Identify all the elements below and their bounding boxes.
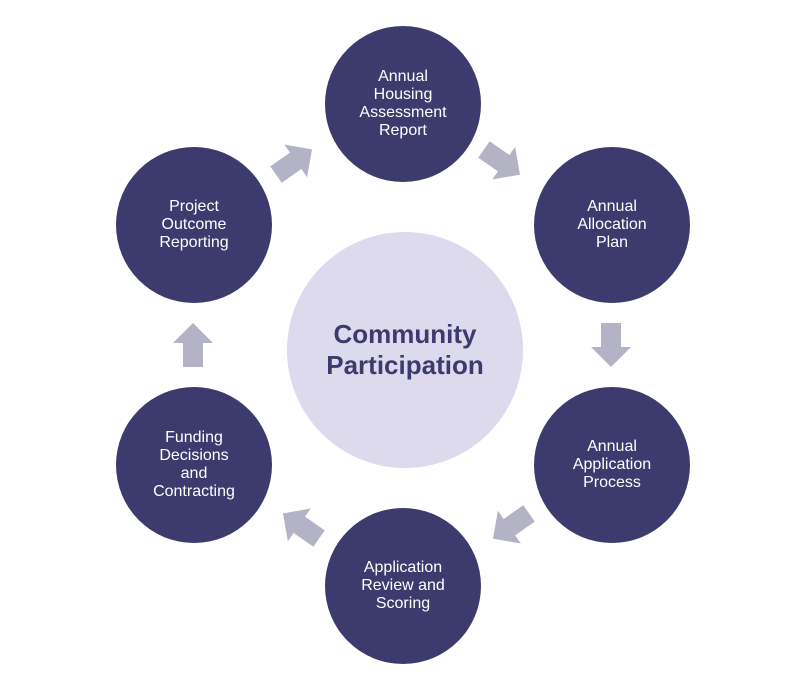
step-label-allocation-plan: Annual Allocation Plan [577,198,647,251]
center-circle-community-participation: Community Participation [287,232,523,468]
step-label-housing-assessment: Annual Housing Assessment Report [359,68,447,139]
arrow-up-right-icon [258,126,330,198]
arrow-up-icon [167,319,219,371]
step-circle-housing-assessment: Annual Housing Assessment Report [325,26,481,182]
step-circle-application-process: Annual Application Process [534,387,690,543]
center-label: Community Participation [326,319,484,380]
step-label-funding-decisions: Funding Decisions and Contracting [153,429,235,500]
step-circle-outcome-reporting: Project Outcome Reporting [116,147,272,303]
arrow-up-left-icon [265,490,337,562]
arrow-down-icon [585,319,637,371]
arrow-right-icon [466,126,538,198]
step-label-review-scoring: Application Review and Scoring [361,559,445,612]
step-circle-review-scoring: Application Review and Scoring [325,508,481,664]
step-circle-funding-decisions: Funding Decisions and Contracting [116,387,272,543]
arrow-down-left-icon [475,490,547,562]
step-label-application-process: Annual Application Process [572,438,652,491]
step-label-outcome-reporting: Project Outcome Reporting [159,198,229,251]
step-circle-allocation-plan: Annual Allocation Plan [534,147,690,303]
